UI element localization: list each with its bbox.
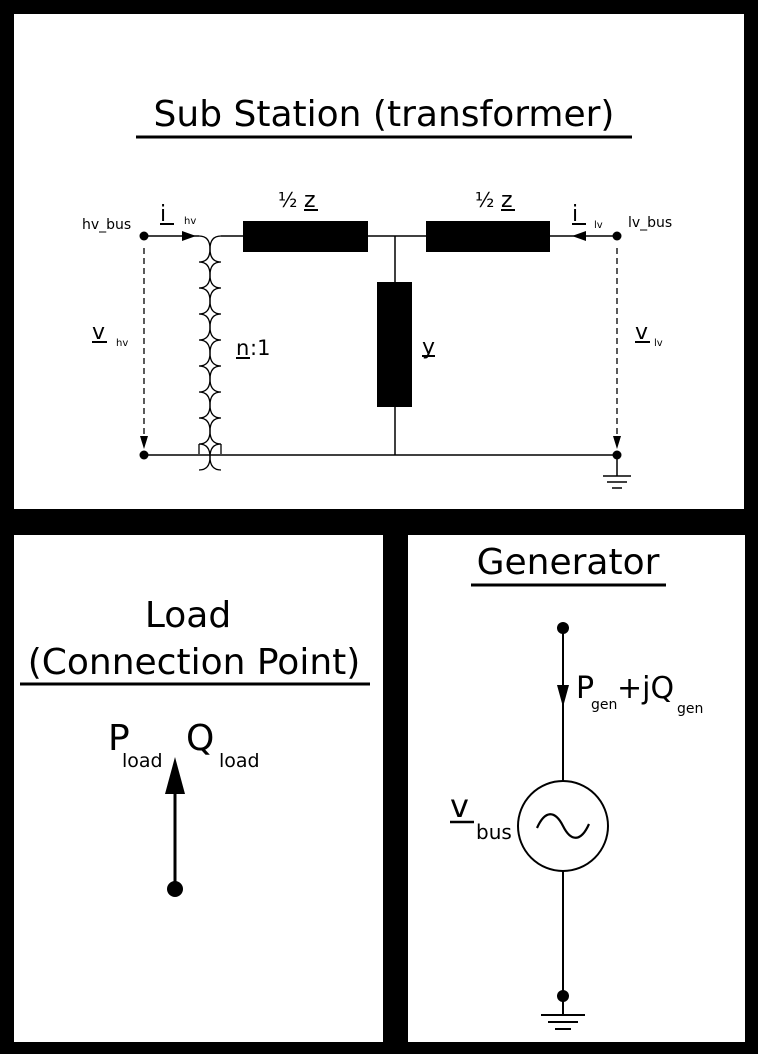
load-connection-node bbox=[167, 881, 183, 897]
q-load-symbol: Q bbox=[186, 718, 214, 759]
ratio-rest: :1 bbox=[250, 336, 270, 360]
p-gen-subscript: gen bbox=[591, 697, 617, 713]
half-z-right-fraction: ½ bbox=[475, 188, 494, 212]
v-lv-arrowhead bbox=[613, 436, 621, 449]
p-load-symbol: P bbox=[108, 718, 130, 759]
generator-panel: Generator P gen +jQ gen v bus bbox=[408, 535, 745, 1042]
hv-return-node bbox=[139, 450, 149, 460]
half-z-left-fraction: ½ bbox=[278, 188, 297, 212]
i-lv-arrow bbox=[572, 231, 586, 241]
generator-power-arrowhead bbox=[557, 685, 569, 707]
plus-jq-symbol: +jQ bbox=[617, 671, 674, 706]
ratio-n: n bbox=[236, 336, 249, 360]
v-lv-subscript: lv bbox=[654, 338, 663, 349]
shunt-admittance-y bbox=[377, 282, 412, 407]
v-hv-symbol: v bbox=[92, 320, 105, 345]
hv-bus-label: hv_bus bbox=[82, 217, 131, 233]
load-title-line1: Load bbox=[145, 595, 231, 636]
v-bus-subscript: bus bbox=[476, 820, 512, 844]
p-load-subscript: load bbox=[122, 750, 163, 772]
i-hv-arrow bbox=[182, 231, 196, 241]
half-z-left-symbol: z bbox=[304, 188, 316, 213]
i-lv-subscript: lv bbox=[594, 220, 603, 231]
q-gen-subscript: gen bbox=[677, 701, 703, 717]
i-lv-symbol: i bbox=[572, 202, 578, 227]
p-gen-symbol: P bbox=[576, 671, 594, 706]
ground-icon bbox=[541, 996, 585, 1030]
v-hv-subscript: hv bbox=[116, 338, 128, 349]
generator-diagram: Generator P gen +jQ gen v bus bbox=[450, 542, 703, 1030]
primary-winding bbox=[198, 235, 211, 471]
sine-wave-icon bbox=[535, 813, 591, 839]
half-z-right-symbol: z bbox=[501, 188, 513, 213]
q-load-subscript: load bbox=[219, 750, 260, 772]
load-panel: Load (Connection Point) P load Q load bbox=[14, 535, 383, 1042]
i-hv-subscript: hv bbox=[184, 216, 196, 227]
substation-title: Sub Station (transformer) bbox=[154, 94, 615, 135]
i-hv-symbol: i bbox=[160, 202, 166, 227]
impedance-half-z-left bbox=[243, 221, 368, 252]
load-title-line2: (Connection Point) bbox=[28, 642, 361, 683]
substation-diagram: Sub Station (transformer) hv_bus i hv n … bbox=[82, 94, 672, 489]
lv-bus-node bbox=[612, 231, 622, 241]
lv-bus-label: lv_bus bbox=[628, 215, 672, 231]
impedance-half-z-right bbox=[426, 221, 550, 252]
substation-panel: Sub Station (transformer) hv_bus i hv n … bbox=[14, 14, 744, 509]
v-lv-symbol: v bbox=[635, 320, 648, 345]
y-symbol: y bbox=[422, 335, 435, 360]
ground-icon bbox=[603, 455, 631, 489]
load-diagram: Load (Connection Point) P load Q load bbox=[20, 595, 370, 897]
secondary-winding bbox=[209, 235, 222, 471]
v-hv-arrowhead bbox=[140, 436, 148, 449]
load-arrowhead bbox=[165, 757, 185, 794]
v-bus-symbol: v bbox=[450, 787, 469, 825]
generator-title: Generator bbox=[477, 542, 660, 583]
